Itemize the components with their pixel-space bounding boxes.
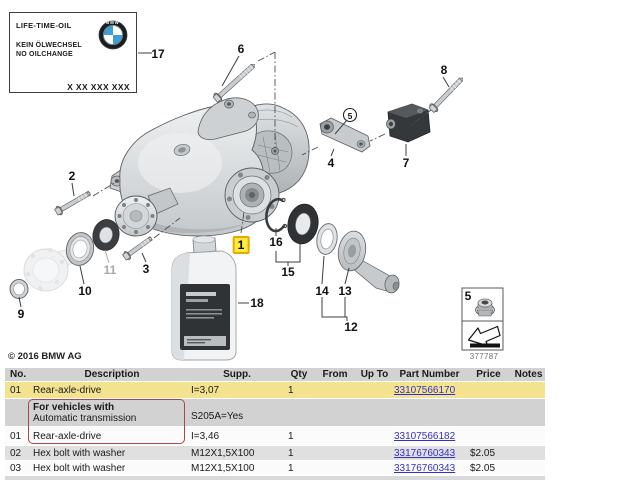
figure-number: 377787 (469, 352, 499, 361)
header-from: From (322, 369, 348, 380)
exploded-diagram (9, 51, 504, 361)
table-row[interactable]: 01 Rear-axle-drive I=3,46 1 33107566182 (5, 427, 545, 446)
callout-5-circle[interactable] (342, 107, 358, 123)
cell-no: 02 (10, 447, 22, 459)
header-notes: Notes (514, 369, 543, 380)
cell-description: Rear-axle-drive (33, 430, 102, 442)
header-no: No. (10, 369, 27, 380)
ring-part14 (316, 223, 338, 255)
callout-3[interactable]: 3 (142, 262, 150, 276)
table-row[interactable]: 02 Hex bolt with washer M12X1,5X100 1 33… (5, 446, 545, 461)
callout-2[interactable]: 2 (68, 169, 76, 183)
cell-price: $2.05 (470, 447, 496, 459)
part-number-link[interactable]: 33107566182 (394, 430, 456, 442)
cell-description: Hex bolt with washer (33, 447, 126, 459)
part-number-link[interactable]: 33176760343 (394, 462, 456, 474)
header-supp: Supp. (223, 369, 251, 380)
bolt-part3 (122, 236, 153, 261)
callout-18[interactable]: 18 (250, 296, 264, 310)
oil-label-plate: LIFE-TIME-OIL BMW KEIN ÖLWECHSEL NO OILC… (9, 12, 137, 93)
bmw-roundel-icon: BMW (98, 20, 128, 50)
shaft-seal-part15 (287, 203, 319, 245)
bolt-part8 (428, 77, 463, 113)
callout-14[interactable]: 14 (315, 284, 329, 298)
callout-13[interactable]: 13 (338, 284, 352, 298)
callout-5[interactable]: 5 (347, 110, 353, 121)
header-price: Price (476, 369, 501, 380)
table-header-row: No. Description Supp. Qty From Up To Par… (5, 368, 545, 382)
plate-line-de: KEIN ÖLWECHSEL (16, 42, 82, 49)
header-qty: Qty (290, 369, 308, 380)
cell-supp: I=3,07 (191, 384, 220, 396)
cell-supp: M12X1,5X100 (191, 447, 255, 459)
cell-no: 01 (10, 384, 22, 396)
part-number-link[interactable]: 33107566170 (394, 384, 456, 396)
callout-15[interactable]: 15 (281, 265, 295, 279)
axis-lines (92, 51, 432, 239)
cell-supp: S205A=Yes (191, 411, 244, 422)
cell-qty: 1 (288, 447, 294, 459)
cell-description: Rear-axle-drive (33, 384, 102, 396)
holder-part4 (319, 117, 371, 153)
callout-16[interactable]: 16 (269, 235, 283, 249)
shaft-seal-part11 (92, 219, 120, 251)
cell-description: Hex bolt with washer (33, 462, 126, 474)
bolt-part6 (212, 63, 255, 103)
table-row-partial (5, 476, 545, 480)
table-row-note: For vehicles with Automatic transmission… (5, 399, 545, 427)
header-part-number: Part Number (399, 369, 460, 380)
callout-10[interactable]: 10 (78, 284, 92, 298)
bolt-part2 (54, 190, 92, 216)
differential-housing (114, 97, 280, 237)
header-description: Description (84, 369, 140, 380)
callout-12[interactable]: 12 (344, 320, 358, 334)
callout-8[interactable]: 8 (440, 63, 448, 77)
dust-ring-part10 (65, 232, 95, 266)
callout-5-inset[interactable]: 5 (464, 289, 472, 303)
copyright-text: © 2016 BMW AG (8, 351, 82, 362)
callout-4[interactable]: 4 (327, 156, 335, 170)
rubber-mount-part7 (386, 103, 431, 143)
lock-ring-part9 (9, 279, 29, 299)
note-title: For vehicles with (33, 402, 115, 413)
plate-part-code: X XX XXX XXX (67, 82, 130, 92)
callout-1-highlighted[interactable]: 1 (232, 236, 250, 254)
svg-text:BMW: BMW (106, 20, 119, 25)
callout-17[interactable]: 17 (151, 47, 165, 61)
cell-no: 01 (10, 430, 22, 442)
table-row-selected[interactable]: 01 Rear-axle-drive I=3,07 1 33107566170 (5, 382, 545, 399)
callout-9[interactable]: 9 (17, 307, 25, 321)
plate-line-en: NO OILCHANGE (16, 51, 73, 58)
table-row[interactable]: 03 Hex bolt with washer M12X1,5X100 1 33… (5, 461, 545, 476)
cell-supp: M12X1,5X100 (191, 462, 255, 474)
parts-table: No. Description Supp. Qty From Up To Par… (5, 368, 545, 480)
leader-lines (18, 52, 450, 321)
cell-no: 03 (10, 462, 22, 474)
cell-qty: 1 (288, 462, 294, 474)
plate-title: LIFE-TIME-OIL (16, 21, 72, 30)
cell-qty: 1 (288, 430, 294, 442)
cell-price: $2.05 (470, 462, 496, 474)
part-number-link[interactable]: 33176760343 (394, 447, 456, 459)
callout-11[interactable]: 11 (103, 263, 117, 277)
oil-bottle-part18 (171, 235, 237, 361)
header-upto: Up To (360, 369, 389, 380)
note-detail: Automatic transmission (33, 413, 137, 424)
callout-7[interactable]: 7 (402, 156, 410, 170)
snap-ring-part16 (265, 197, 288, 233)
callout-6[interactable]: 6 (237, 42, 245, 56)
inset-box-part5 (461, 287, 504, 351)
cell-qty: 1 (288, 384, 294, 396)
cell-supp: I=3,46 (191, 430, 220, 442)
